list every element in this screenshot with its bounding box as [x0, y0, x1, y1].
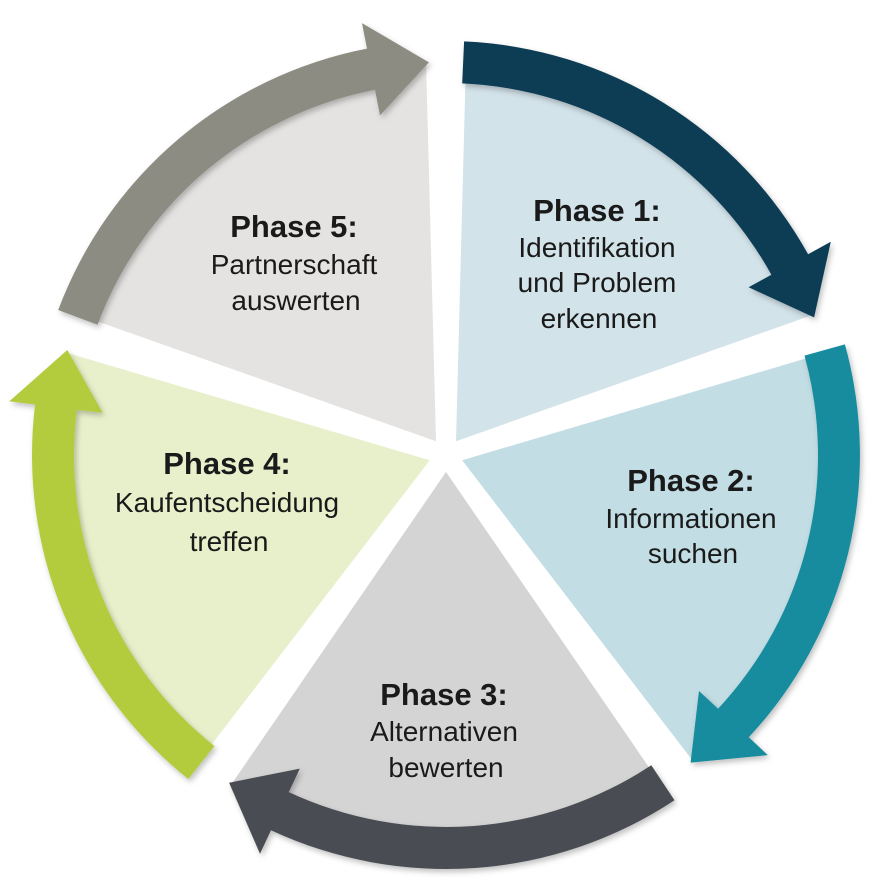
- phase-1-line-3: erkennen: [541, 303, 658, 334]
- phase-4-label: Phase 4: Kaufentscheidung treffen: [115, 446, 343, 557]
- phase-5-line-1: Partnerschaft: [211, 249, 378, 280]
- phase-3-segment: [231, 472, 661, 850]
- phase-2-line-2: suchen: [648, 538, 738, 569]
- phase-2-line-1: Informationen: [605, 503, 776, 534]
- phase-3-line-1: Alternativen: [370, 716, 518, 747]
- phase-2-arrow: [690, 344, 860, 763]
- phase-2-segment: [462, 352, 841, 761]
- phase-3-title: Phase 3:: [380, 677, 508, 712]
- phase-labels: Phase 1: Identifikation und Problem erke…: [115, 193, 780, 783]
- phase-3-label: Phase 3: Alternativen bewerten: [370, 677, 522, 783]
- phase-4-line-2: treffen: [190, 526, 269, 557]
- phase-5-title: Phase 5:: [230, 209, 358, 244]
- phase-5-arrow: [58, 23, 429, 325]
- phase-arrows: [9, 23, 860, 869]
- phase-1-line-2: und Problem: [518, 267, 677, 298]
- phase-1-label: Phase 1: Identifikation und Problem erke…: [518, 193, 681, 334]
- phase-5-segment: [79, 63, 436, 442]
- phase-3-arrow: [229, 765, 675, 869]
- phase-1-arrow: [462, 41, 831, 318]
- phase-4-segment: [51, 352, 430, 761]
- phase-5-label: Phase 5: Partnerschaft auswerten: [211, 209, 382, 316]
- phase-3-line-2: bewerten: [388, 752, 503, 783]
- phase-4-arrow: [9, 350, 215, 779]
- phase-1-line-1: Identifikation: [518, 232, 675, 263]
- phase-4-line-1: Kaufentscheidung: [115, 487, 339, 518]
- phase-1-segment: [456, 63, 813, 442]
- phase-4-title: Phase 4:: [163, 446, 291, 481]
- phase-2-title: Phase 2:: [627, 463, 755, 498]
- phase-1-title: Phase 1:: [533, 193, 661, 228]
- phase-segments: [51, 63, 841, 850]
- phase-5-line-2: auswerten: [231, 285, 360, 316]
- phase-2-label: Phase 2: Informationen suchen: [605, 463, 780, 569]
